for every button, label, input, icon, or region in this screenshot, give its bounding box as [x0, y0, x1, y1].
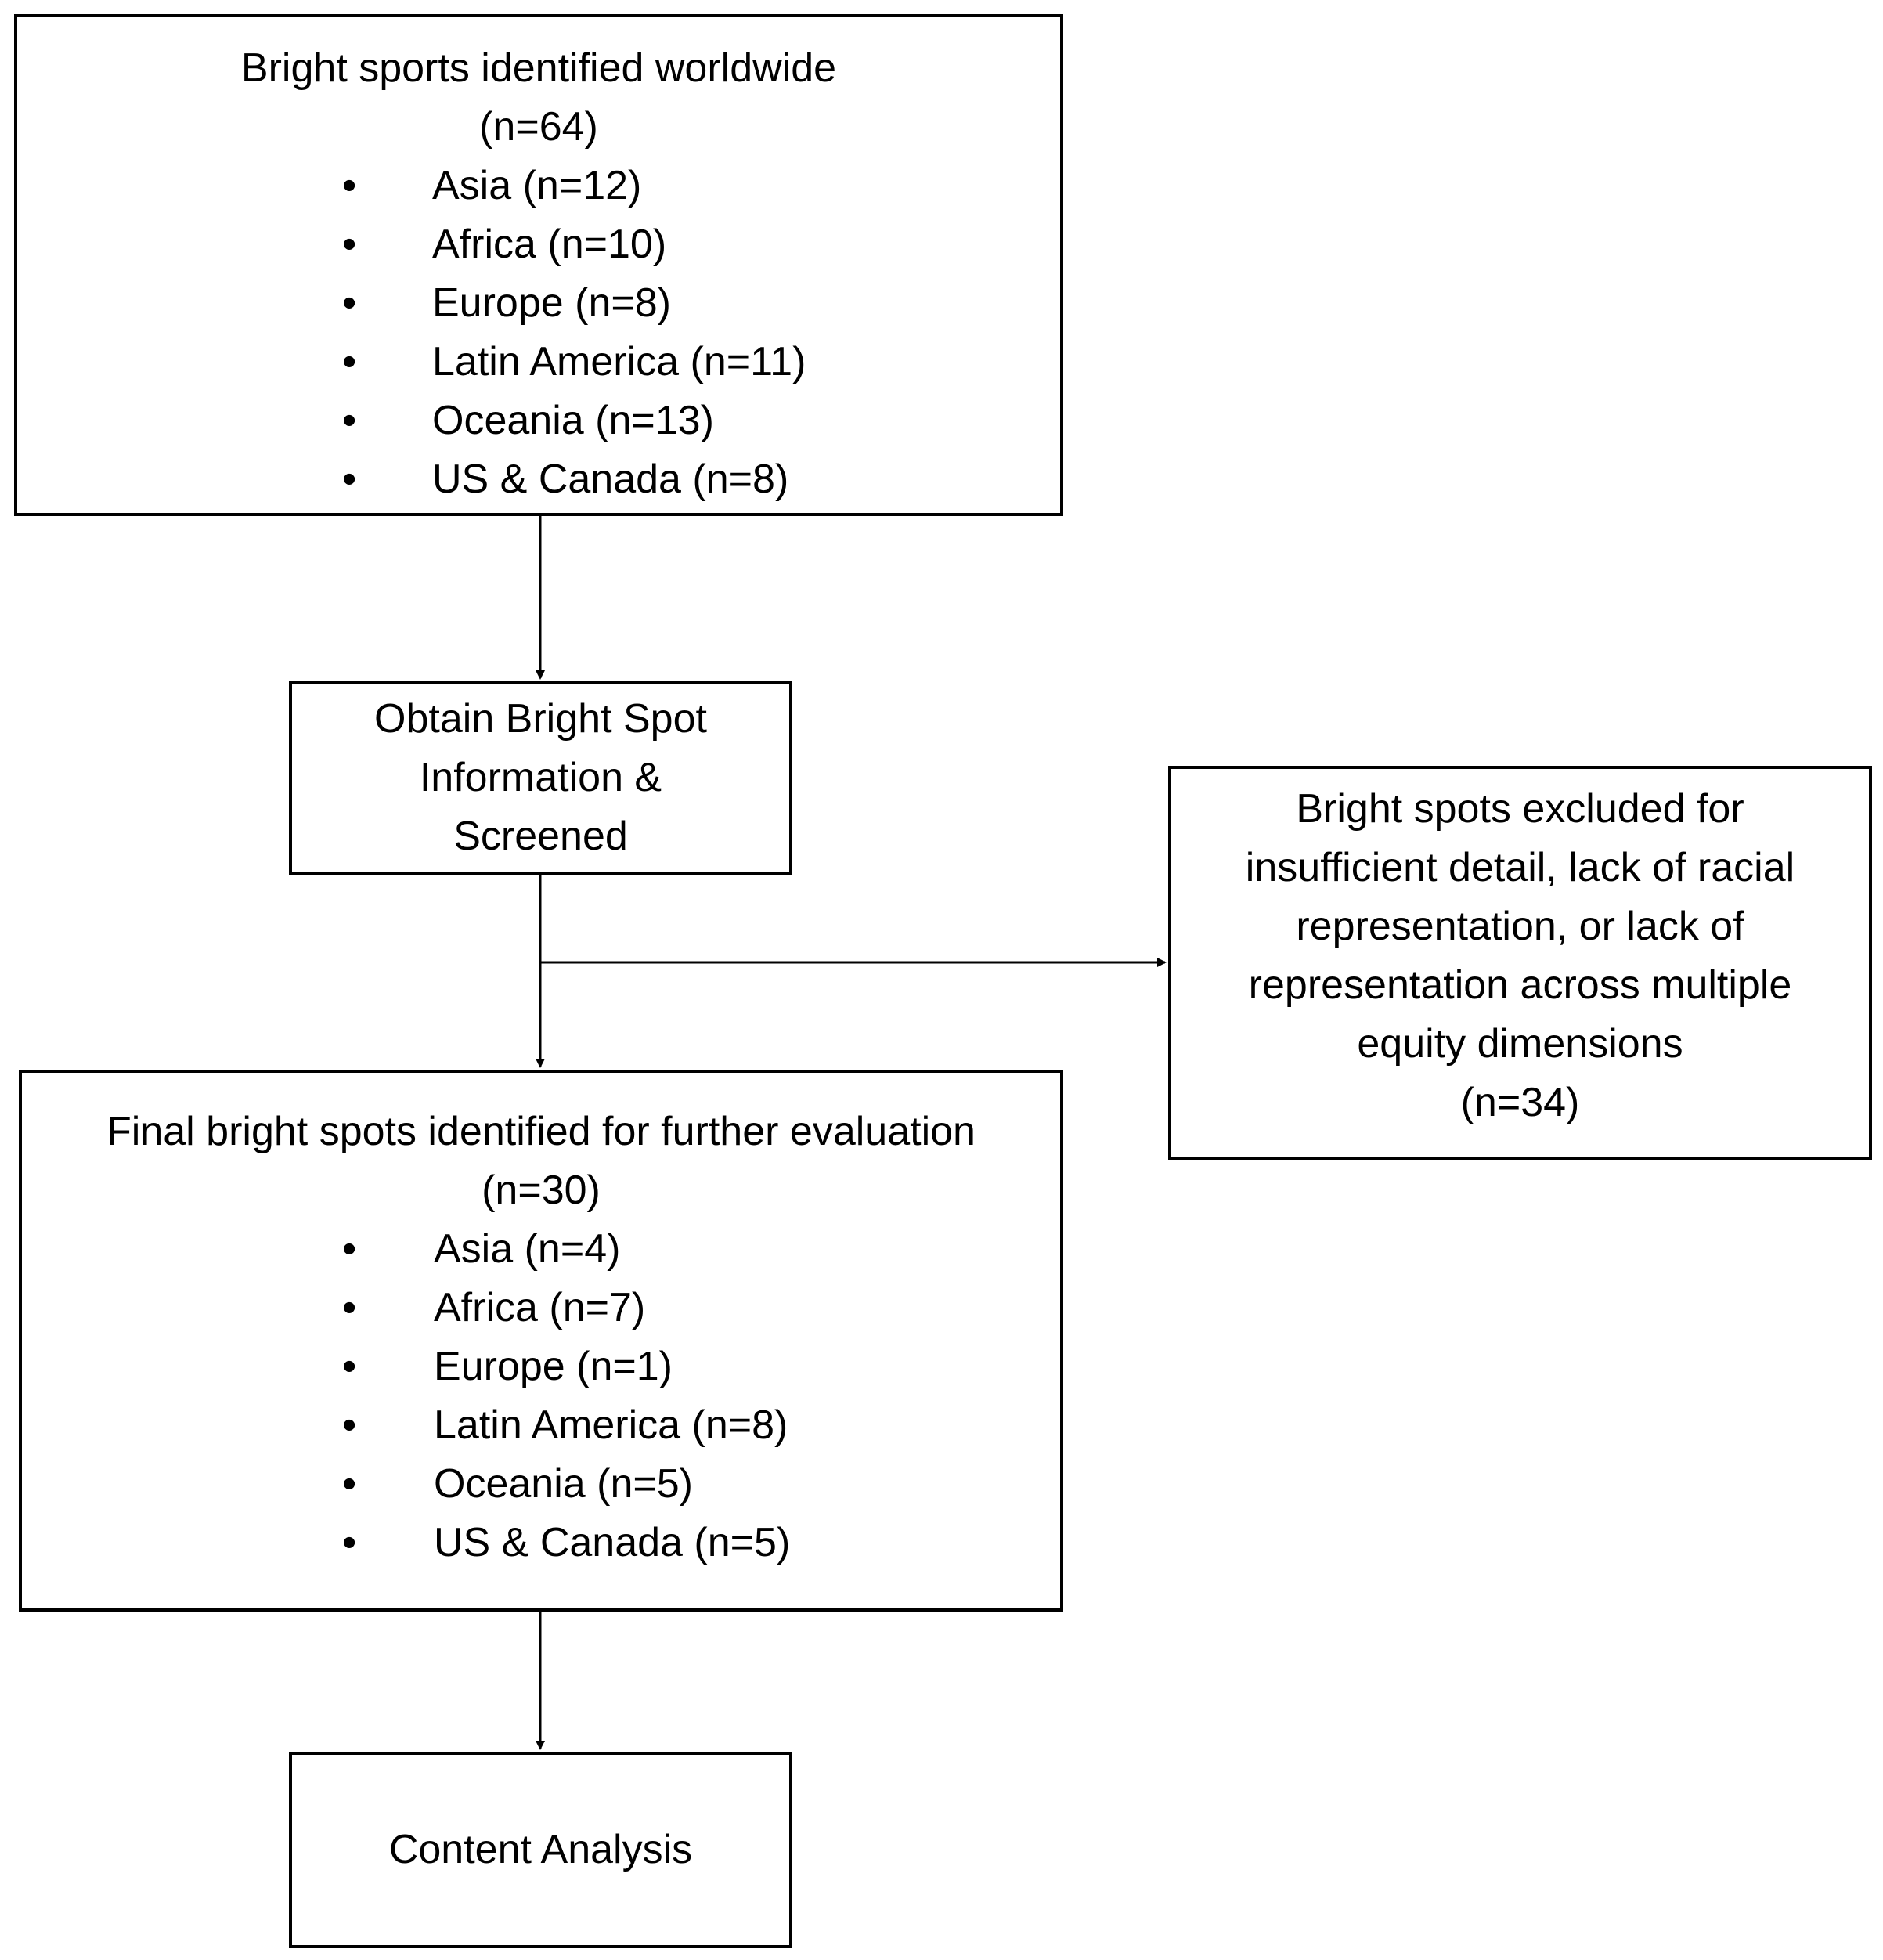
list-item: • Africa (n=7) — [22, 1279, 1060, 1337]
screening-line: Obtain Bright Spot — [374, 696, 707, 742]
region-name: Latin America — [432, 339, 680, 384]
list-item: • Asia (n=4) — [22, 1220, 1060, 1279]
region-name: Oceania — [434, 1461, 586, 1507]
region-name: US & Canada — [432, 457, 681, 502]
bullet-icon: • — [342, 1461, 357, 1507]
region-count: (n=8) — [692, 457, 789, 502]
content-analysis-label: Content Analysis — [388, 1827, 693, 1872]
excluded-count: (n=34) — [1460, 1080, 1580, 1125]
region-name: Asia — [434, 1226, 514, 1272]
bullet-icon: • — [342, 222, 357, 267]
list-item: • US & Canada (n=8) — [17, 450, 1060, 509]
excluded-line: representation, or lack of — [1296, 904, 1744, 949]
region-count: (n=13) — [595, 398, 714, 443]
final-selection-box: Final bright spots identified for furthe… — [19, 1070, 1063, 1612]
list-item: • Latin America (n=8) — [22, 1396, 1060, 1455]
bullet-icon: • — [342, 339, 357, 384]
region-count: (n=10) — [547, 222, 667, 267]
excluded-box: Bright spots excluded for insufficient d… — [1168, 766, 1872, 1160]
final-count: (n=30) — [482, 1168, 601, 1213]
region-name: Africa — [432, 222, 536, 267]
region-name: US & Canada — [434, 1520, 683, 1565]
bullet-icon: • — [342, 1344, 357, 1389]
list-item: • Asia (n=12) — [17, 157, 1060, 215]
bullet-icon: • — [342, 280, 357, 326]
bullet-icon: • — [342, 1285, 357, 1330]
region-count: (n=8) — [691, 1402, 788, 1448]
excluded-line: equity dimensions — [1357, 1021, 1683, 1067]
identified-count: (n=64) — [479, 104, 598, 150]
bullet-icon: • — [342, 1520, 357, 1565]
identified-title: Bright sports identified worldwide — [240, 45, 837, 91]
region-count: (n=12) — [522, 163, 642, 208]
list-item: • Africa (n=10) — [17, 215, 1060, 274]
bullet-icon: • — [342, 1226, 357, 1272]
final-title: Final bright spots identified for furthe… — [106, 1109, 976, 1154]
region-count: (n=1) — [576, 1344, 673, 1389]
region-count: (n=11) — [690, 339, 806, 384]
list-item: • Oceania (n=13) — [17, 392, 1060, 450]
region-count: (n=8) — [575, 280, 671, 326]
region-name: Oceania — [432, 398, 584, 443]
excluded-line: representation across multiple — [1248, 962, 1792, 1008]
list-item: • Europe (n=1) — [22, 1337, 1060, 1396]
list-item: • Europe (n=8) — [17, 274, 1060, 333]
bullet-icon: • — [342, 398, 357, 443]
region-name: Asia — [432, 163, 512, 208]
bullet-icon: • — [342, 163, 357, 208]
list-item: • US & Canada (n=5) — [22, 1514, 1060, 1572]
identified-worldwide-box: Bright sports identified worldwide (n=64… — [14, 14, 1063, 516]
region-count: (n=5) — [597, 1461, 693, 1507]
list-item: • Latin America (n=11) — [17, 333, 1060, 392]
screening-line: Screened — [453, 814, 628, 859]
region-count: (n=7) — [549, 1285, 646, 1330]
bullet-icon: • — [342, 457, 357, 502]
region-name: Latin America — [434, 1402, 681, 1448]
bullet-icon: • — [342, 1402, 357, 1448]
region-count: (n=4) — [524, 1226, 621, 1272]
screening-line: Information & — [419, 755, 662, 800]
excluded-line: insufficient detail, lack of racial — [1245, 845, 1795, 890]
list-item: • Oceania (n=5) — [22, 1455, 1060, 1514]
excluded-line: Bright spots excluded for — [1296, 786, 1744, 832]
content-analysis-box: Content Analysis — [289, 1752, 792, 1948]
screening-box: Obtain Bright Spot Information & Screene… — [289, 681, 792, 875]
region-name: Europe — [432, 280, 564, 326]
region-name: Africa — [434, 1285, 538, 1330]
region-name: Europe — [434, 1344, 565, 1389]
region-count: (n=5) — [694, 1520, 791, 1565]
